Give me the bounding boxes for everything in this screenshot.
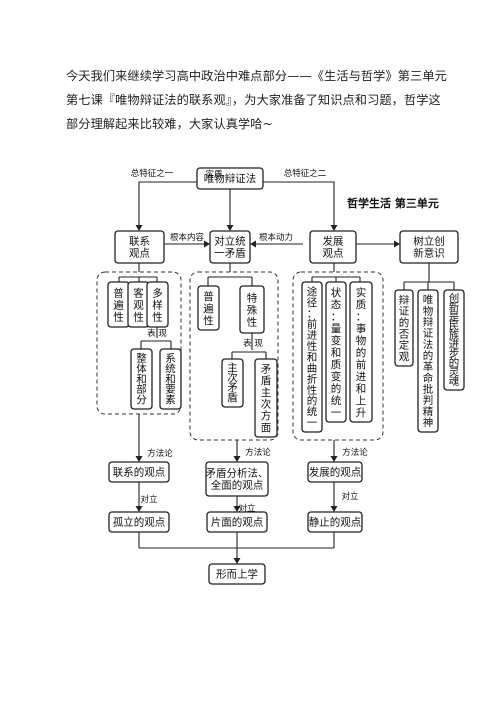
development-prop-3-label: 实质：事物的前进和上升 xyxy=(356,286,367,419)
root-to-development-line xyxy=(253,181,335,225)
main-unity-box-label: 对立统一矛盾 xyxy=(214,235,246,260)
label-content: 根本内容 xyxy=(170,232,205,243)
main-innovation-box-label: 树立创新意识 xyxy=(413,235,445,260)
method-box-2: 矛盾分析法、全面的观点 xyxy=(205,461,269,497)
label-manifest-2: 表 现 xyxy=(243,338,263,349)
root-to-connection-line xyxy=(138,181,207,225)
connection-sub-1-label: 整体和部分 xyxy=(136,352,147,407)
root-to-unity-arrow xyxy=(226,225,234,231)
metaphysics-box-label: 形而上学 xyxy=(216,568,258,581)
contradiction-sub-2-label: 矛盾主次方面 xyxy=(261,364,272,434)
contradiction-sub-1-label: 主次矛盾 xyxy=(227,362,238,404)
label-oppose-2: 对立 xyxy=(238,503,256,514)
opposite-box-1-label: 孤立的观点 xyxy=(113,516,166,529)
connection-prop-2-label: 客观性 xyxy=(133,286,144,323)
method-arrow-3 xyxy=(330,456,338,462)
connection-group-frame xyxy=(96,271,182,415)
connection-prop-1-label: 普遍性 xyxy=(113,286,124,323)
connection-prop-3: 多样性 xyxy=(146,281,169,328)
intro-line-1: 今天我们来继续学习高中政治中难点部分——《生活与哲学》第三单元 xyxy=(66,69,447,83)
method-box-1-label: 联系的观点 xyxy=(113,466,166,479)
opposite-box-1: 孤立的观点 xyxy=(108,511,170,533)
main-development-box-label: 发展观点 xyxy=(323,235,344,260)
opposite-arrow-1 xyxy=(135,506,143,512)
label-manifest-1: 表 现 xyxy=(147,328,167,339)
method-box-3: 发展的观点 xyxy=(307,461,363,483)
opposite-box-3: 静止的观点 xyxy=(307,511,363,533)
contradiction-prop-2-label: 特殊性 xyxy=(247,292,258,328)
opposite-box-2-label: 片面的观点 xyxy=(211,516,264,529)
main-development-box: 发展观点 xyxy=(309,230,357,264)
label-oppose-1: 对立 xyxy=(140,494,158,505)
label-essence: 实质 xyxy=(205,169,223,180)
innovation-prop-2-label: 唯物辩证法的革命批判精神 xyxy=(423,294,434,429)
innovation-prop-3: 创新是民族进步的灵魂 xyxy=(443,289,465,391)
main-connection-box: 联系观点 xyxy=(114,230,165,264)
connection-sub-2: 系统和要素 xyxy=(159,348,182,410)
development-prop-3: 实质：事物的前进和上升 xyxy=(349,281,373,423)
root-to-development-arrow xyxy=(330,225,338,231)
connection-sub-2-label: 系统和要素 xyxy=(165,353,176,407)
label-trait-1: 总特征之一 xyxy=(131,168,174,179)
label-driver: 根本动力 xyxy=(259,232,293,243)
label-method-1: 方法论 xyxy=(147,448,173,459)
connection-prop-1: 普遍性 xyxy=(107,281,130,328)
method-box-1: 联系的观点 xyxy=(108,461,170,483)
intro-line-2: 第七课『唯物辩证法的联系观』，为大家准备了知识点和习题，哲学这 xyxy=(66,93,441,107)
metaphysics-arrow xyxy=(233,558,241,564)
main-unity-box: 对立统一矛盾 xyxy=(209,230,251,264)
development-prop-1: 途径：前进性和曲折性的统一 xyxy=(301,281,323,433)
development-to-unity-arrow xyxy=(250,240,256,248)
label-oppose-3: 对立 xyxy=(341,491,359,502)
connection-sub-1: 整体和部分 xyxy=(130,348,153,410)
opposite-box-2: 片面的观点 xyxy=(206,511,268,533)
root-box-label: 唯物辩证法 xyxy=(204,172,257,185)
label-method-2: 方法论 xyxy=(245,447,271,458)
opposite-box-3-label: 静止的观点 xyxy=(309,516,362,529)
connection-to-unity-arrow xyxy=(204,240,210,248)
root-to-connection-arrow xyxy=(135,225,143,231)
unit-title: 哲学生活 第三单元 xyxy=(347,196,439,210)
development-prop-1-label: 途径：前进性和曲折性的统一 xyxy=(307,285,318,429)
innovation-prop-2: 唯物辩证法的革命批判精神 xyxy=(417,289,439,433)
metaphysics-box: 形而上学 xyxy=(208,563,266,585)
contradiction-prop-1: 普遍性 xyxy=(197,285,220,331)
label-method-3: 方法论 xyxy=(342,447,368,458)
contradiction-sub-2: 矛盾主次方面 xyxy=(254,358,278,438)
opposite-arrow-2 xyxy=(233,506,241,512)
contradiction-group-frame xyxy=(189,271,279,441)
contradiction-prop-1-label: 普遍性 xyxy=(203,290,214,327)
innovation-prop-1: 辩证的否定观 xyxy=(394,289,414,367)
main-innovation-box: 树立创新意识 xyxy=(399,230,459,264)
development-group-frame xyxy=(292,271,384,441)
development-prop-2-label: 状态：量变和质变的统一 xyxy=(331,286,342,419)
contradiction-prop-2: 特殊性 xyxy=(239,285,265,334)
development-prop-2: 状态：量变和质变的统一 xyxy=(325,281,347,423)
method-arrow-1 xyxy=(135,456,143,462)
development-to-innovation-arrow xyxy=(394,240,400,248)
contradiction-sub-1: 主次矛盾 xyxy=(221,358,244,408)
root-box: 唯物辩证法 xyxy=(196,167,264,190)
method-arrow-2 xyxy=(233,456,241,462)
connection-prop-2: 客观性 xyxy=(127,281,150,328)
intro-line-3: 部分理解起来比较难，大家认真学哈~ xyxy=(66,117,273,131)
label-trait-2: 总特征之二 xyxy=(284,168,327,179)
connection-prop-3-label: 多样性 xyxy=(152,286,163,323)
main-connection-box-label: 联系观点 xyxy=(129,236,150,260)
innovation-prop-1-label: 辩证的否定观 xyxy=(399,293,410,363)
opposite-arrow-3 xyxy=(330,506,338,512)
method-box-2-label: 矛盾分析法、全面的观点 xyxy=(206,467,269,492)
method-box-3-label: 发展的观点 xyxy=(309,466,362,479)
innovation-prop-3-label: 创新是民族进步的灵魂 xyxy=(449,292,460,388)
intro-text: 今天我们来继续学习高中政治中难点部分——《生活与哲学》第三单元 第七课『唯物辩证… xyxy=(66,64,447,136)
